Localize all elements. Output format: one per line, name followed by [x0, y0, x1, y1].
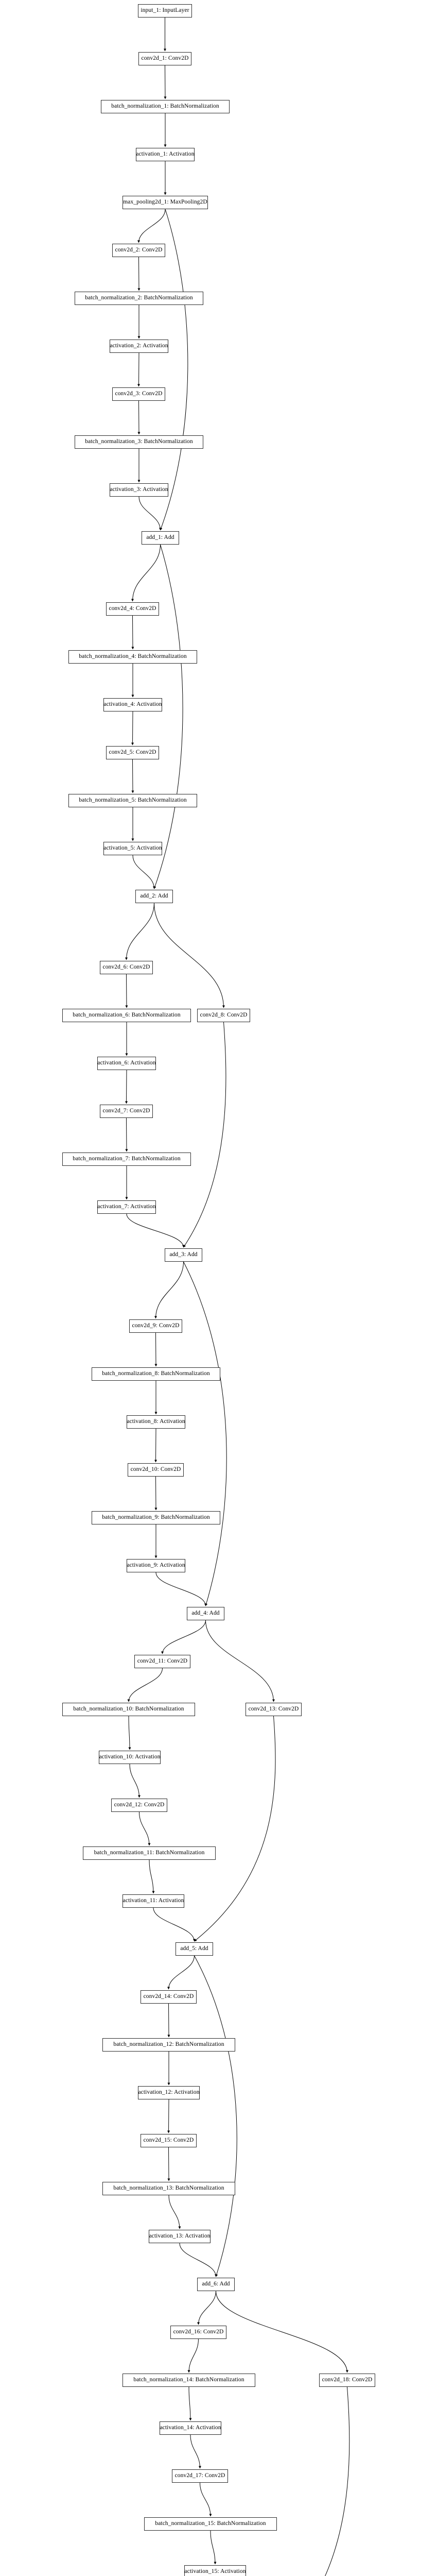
edge-activation_13-to-add_6 — [179, 2243, 217, 2277]
edge-add_5-to-add_6 — [194, 1955, 237, 2277]
edge-add_6-to-conv2d_18 — [216, 2291, 348, 2373]
graph-node-conv2d_12[interactable]: conv2d_12: Conv2D — [111, 1799, 167, 1812]
graph-node-activation_10[interactable]: activation_10: Activation — [99, 1751, 161, 1764]
edge-conv2d_12-to-batch_normalization_11 — [139, 1811, 151, 1846]
edge-add_1-to-conv2d_4 — [131, 544, 161, 602]
graph-node-activation_4[interactable]: activation_4: Activation — [103, 698, 162, 711]
graph-node-batch_normalization_10[interactable]: batch_normalization_10: BatchNormalizati… — [62, 1703, 195, 1716]
graph-node-batch_normalization_8[interactable]: batch_normalization_8: BatchNormalizatio… — [92, 1367, 220, 1381]
graph-node-activation_14[interactable]: activation_14: Activation — [160, 2421, 221, 2435]
edge-add_2-to-conv2d_8 — [154, 903, 225, 1008]
graph-node-activation_9[interactable]: activation_9: Activation — [127, 1559, 185, 1572]
graph-node-activation_8[interactable]: activation_8: Activation — [127, 1415, 185, 1429]
edge-add_4-to-conv2d_13 — [205, 1620, 275, 1702]
graph-node-activation_11[interactable]: activation_11: Activation — [122, 1894, 184, 1908]
graph-node-conv2d_5[interactable]: conv2d_5: Conv2D — [106, 746, 159, 759]
edge-batch_normalization_11-to-activation_11 — [149, 1859, 155, 1894]
graph-node-add_4[interactable]: add_4: Add — [187, 1607, 224, 1620]
graph-node-activation_1[interactable]: activation_1: Activation — [136, 148, 195, 161]
edge-conv2d_16-to-batch_normalization_14 — [187, 2338, 199, 2373]
graph-node-activation_5[interactable]: activation_5: Activation — [103, 842, 162, 855]
edge-activation_9-to-add_4 — [155, 1572, 207, 1606]
graph-node-batch_normalization_6[interactable]: batch_normalization_6: BatchNormalizatio… — [62, 1009, 191, 1022]
graph-node-add_3[interactable]: add_3: Add — [165, 1248, 202, 1262]
edge-batch_normalization_10-to-activation_10 — [128, 1716, 131, 1750]
graph-node-batch_normalization_2[interactable]: batch_normalization_2: BatchNormalizatio… — [75, 292, 203, 305]
graph-node-conv2d_6[interactable]: conv2d_6: Conv2D — [100, 961, 153, 974]
edge-add_6-to-conv2d_16 — [197, 2291, 216, 2325]
edge-conv2d_18-to-add_7 — [325, 2386, 350, 2576]
edge-conv2d_1-to-batch_normalization_1 — [164, 65, 167, 99]
graph-node-batch_normalization_13[interactable]: batch_normalization_13: BatchNormalizati… — [102, 2182, 235, 2195]
graph-node-conv2d_14[interactable]: conv2d_14: Conv2D — [141, 1990, 197, 2004]
edge-conv2d_11-to-batch_normalization_10 — [127, 1668, 163, 1702]
graph-node-conv2d_3[interactable]: conv2d_3: Conv2D — [112, 387, 165, 401]
graph-node-conv2d_11[interactable]: conv2d_11: Conv2D — [134, 1655, 190, 1668]
graph-node-conv2d_1[interactable]: conv2d_1: Conv2D — [138, 52, 191, 65]
graph-node-activation_7[interactable]: activation_7: Activation — [97, 1200, 156, 1214]
edge-add_1-to-add_2 — [153, 544, 183, 889]
graph-node-conv2d_16[interactable]: conv2d_16: Conv2D — [170, 2326, 226, 2339]
graph-node-add_5[interactable]: add_5: Add — [176, 1942, 213, 1956]
graph-node-add_2[interactable]: add_2: Add — [135, 890, 173, 903]
graph-node-batch_normalization_14[interactable]: batch_normalization_14: BatchNormalizati… — [122, 2374, 255, 2387]
graph-node-conv2d_8[interactable]: conv2d_8: Conv2D — [197, 1009, 250, 1022]
graph-node-conv2d_10[interactable]: conv2d_10: Conv2D — [128, 1463, 184, 1477]
graph-node-input_1[interactable]: input_1: InputLayer — [138, 4, 192, 18]
edge-activation_10-to-conv2d_12 — [129, 1764, 141, 1798]
graph-node-activation_3[interactable]: activation_3: Activation — [110, 483, 168, 497]
edge-conv2d_8-to-add_3 — [183, 1022, 226, 1248]
graph-node-conv2d_7[interactable]: conv2d_7: Conv2D — [100, 1105, 153, 1118]
graph-node-add_6[interactable]: add_6: Add — [197, 2278, 235, 2291]
graph-node-batch_normalization_5[interactable]: batch_normalization_5: BatchNormalizatio… — [68, 794, 197, 807]
graph-node-activation_15[interactable]: activation_15: Activation — [184, 2565, 246, 2576]
graph-node-max_pooling2d_1[interactable]: max_pooling2d_1: MaxPooling2D — [122, 196, 208, 209]
graph-node-activation_13[interactable]: activation_13: Activation — [149, 2230, 211, 2243]
edge-max_pooling2d_1-to-add_1 — [160, 209, 188, 531]
edge-conv2d_13-to-add_5 — [194, 1716, 276, 1942]
graph-node-activation_6[interactable]: activation_6: Activation — [97, 1057, 156, 1070]
graph-node-conv2d_18[interactable]: conv2d_18: Conv2D — [319, 2374, 375, 2387]
graph-node-conv2d_15[interactable]: conv2d_15: Conv2D — [141, 2134, 197, 2147]
graph-node-batch_normalization_9[interactable]: batch_normalization_9: BatchNormalizatio… — [92, 1511, 220, 1524]
edge-activation_11-to-add_5 — [153, 1907, 196, 1942]
graph-node-activation_12[interactable]: activation_12: Activation — [138, 2086, 200, 2099]
graph-node-conv2d_4[interactable]: conv2d_4: Conv2D — [106, 602, 159, 616]
edge-activation_7-to-add_3 — [126, 1213, 185, 1248]
graph-node-conv2d_17[interactable]: conv2d_17: Conv2D — [172, 2469, 228, 2483]
edge-conv2d_17-to-batch_normalization_15 — [200, 2482, 212, 2517]
graph-node-activation_2[interactable]: activation_2: Activation — [110, 340, 168, 353]
edge-group — [125, 18, 350, 2576]
edge-add_5-to-conv2d_14 — [167, 1955, 195, 1990]
graph-node-add_1[interactable]: add_1: Add — [142, 531, 179, 545]
edge-batch_normalization_14-to-activation_14 — [188, 2386, 192, 2421]
edge-add_4-to-conv2d_11 — [161, 1620, 206, 1654]
graph-node-batch_normalization_4[interactable]: batch_normalization_4: BatchNormalizatio… — [68, 650, 197, 664]
graph-node-conv2d_13[interactable]: conv2d_13: Conv2D — [246, 1703, 302, 1716]
graph-node-batch_normalization_15[interactable]: batch_normalization_15: BatchNormalizati… — [144, 2517, 277, 2531]
graph-node-batch_normalization_1[interactable]: batch_normalization_1: BatchNormalizatio… — [101, 100, 230, 113]
graph-node-batch_normalization_11[interactable]: batch_normalization_11: BatchNormalizati… — [83, 1846, 216, 1860]
edge-add_3-to-conv2d_9 — [154, 1261, 184, 1319]
graph-node-conv2d_9[interactable]: conv2d_9: Conv2D — [129, 1319, 182, 1333]
edge-add_3-to-add_4 — [183, 1261, 227, 1606]
graph-node-batch_normalization_12[interactable]: batch_normalization_12: BatchNormalizati… — [102, 2038, 235, 2052]
edge-activation_3-to-add_1 — [138, 496, 162, 531]
edge-add_2-to-conv2d_6 — [125, 903, 154, 960]
edge-activation_5-to-add_2 — [132, 855, 155, 889]
graph-node-batch_normalization_7[interactable]: batch_normalization_7: BatchNormalizatio… — [62, 1153, 191, 1166]
edge-activation_14-to-conv2d_17 — [190, 2434, 201, 2469]
graph-node-conv2d_2[interactable]: conv2d_2: Conv2D — [112, 244, 165, 257]
edge-batch_normalization_13-to-activation_13 — [168, 2195, 181, 2229]
edge-max_pooling2d_1-to-conv2d_2 — [137, 209, 166, 243]
edge-batch_normalization_15-to-activation_15 — [210, 2530, 217, 2565]
graph-node-batch_normalization_3[interactable]: batch_normalization_3: BatchNormalizatio… — [75, 435, 203, 449]
